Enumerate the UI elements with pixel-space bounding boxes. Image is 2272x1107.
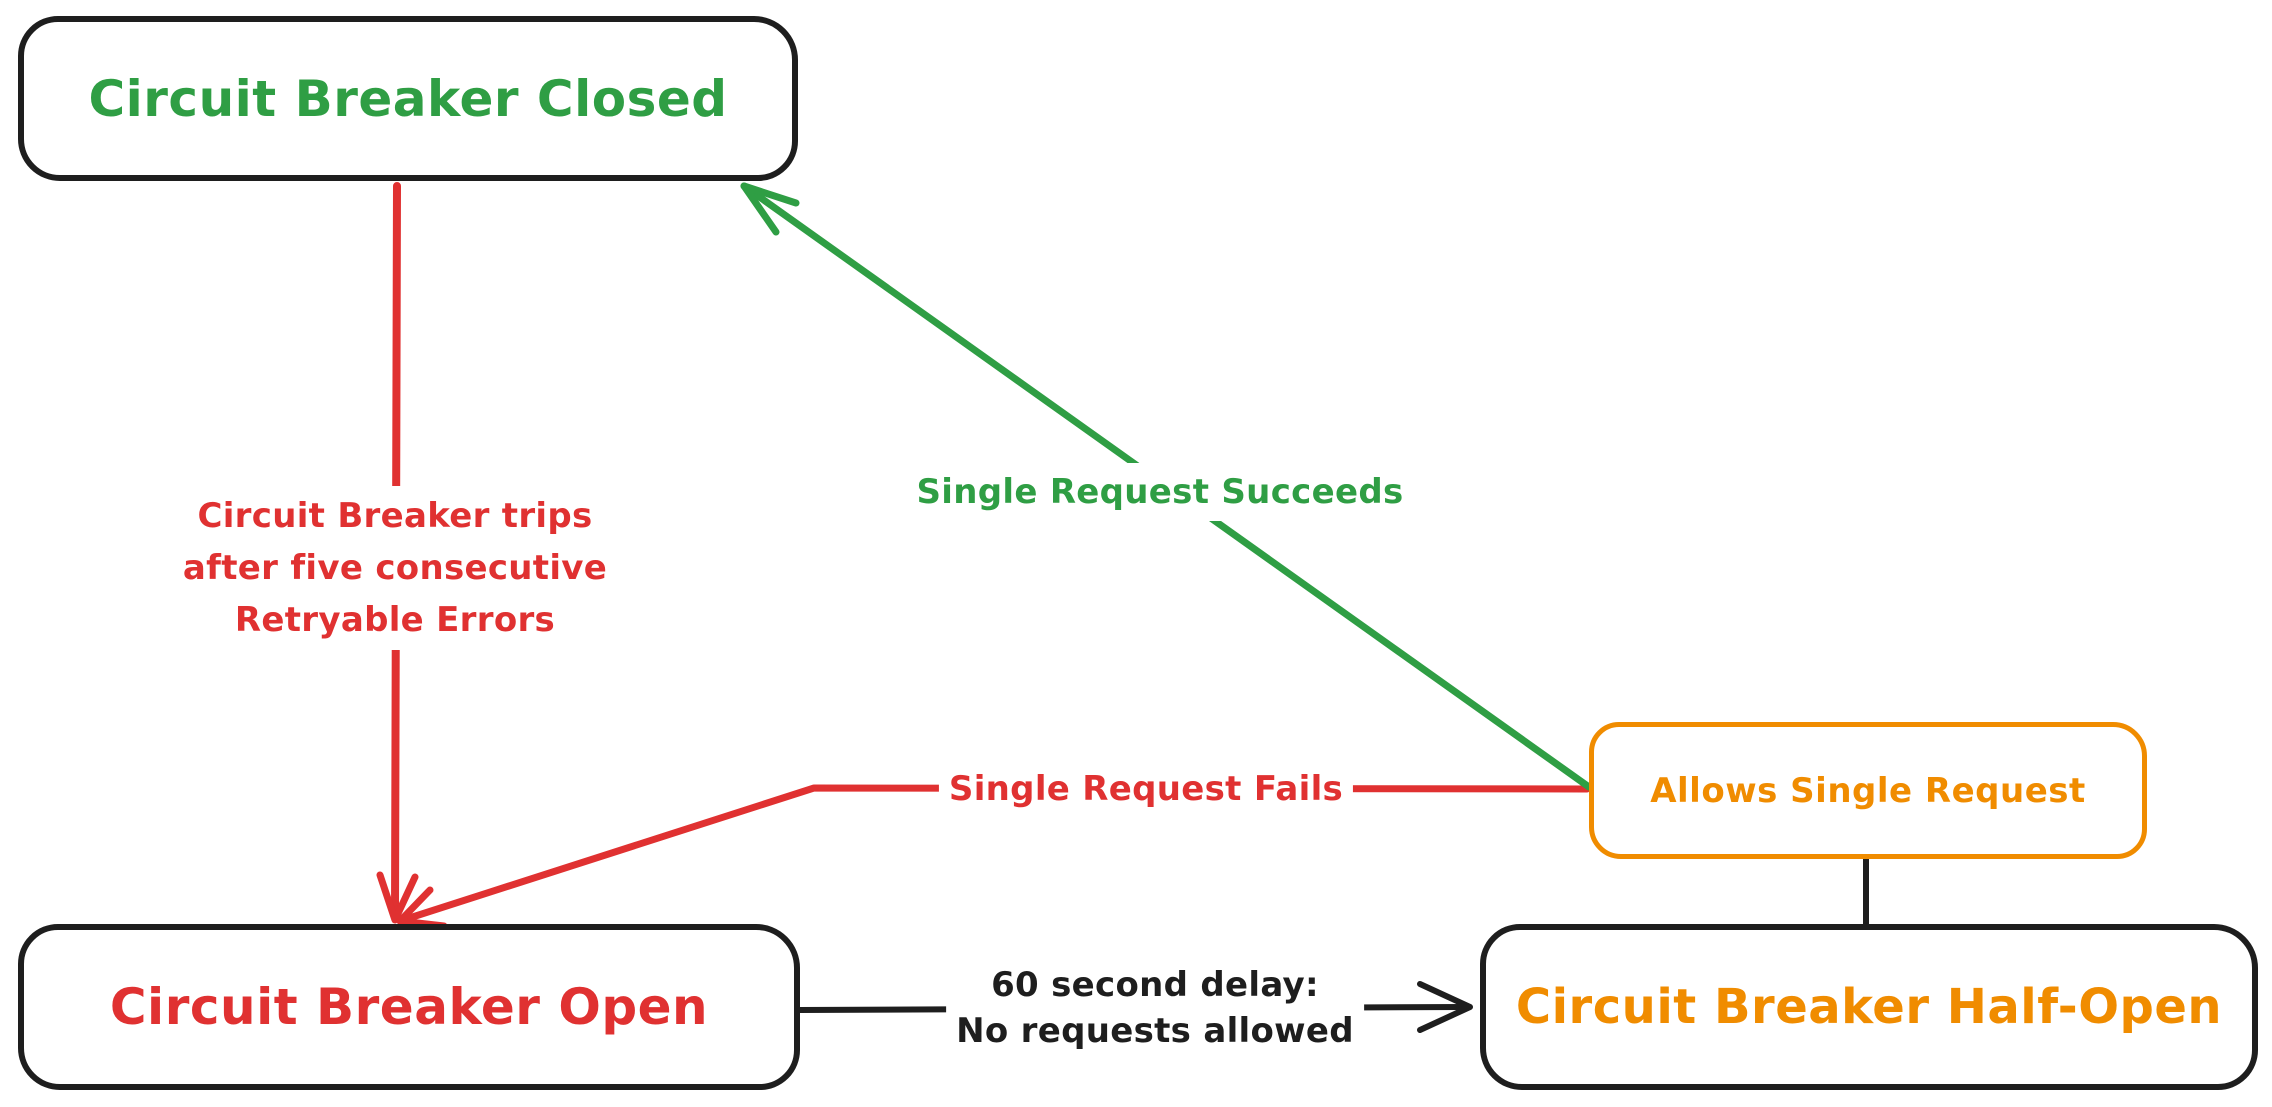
edge-label-fails: Single Request Fails <box>938 760 1354 818</box>
edge-label-trips-line-2: after five consecutive <box>182 548 608 588</box>
state-node-circuit-breaker-open: Circuit Breaker Open <box>18 924 800 1090</box>
edge-label-delay: 60 second delay: No requests allowed <box>946 958 1364 1058</box>
edge-label-trips-line-1: Circuit Breaker trips <box>197 496 593 536</box>
state-label-open: Circuit Breaker Open <box>109 978 709 1036</box>
state-label-closed: Circuit Breaker Closed <box>88 69 728 128</box>
state-node-circuit-breaker-half-open: Circuit Breaker Half-Open <box>1480 924 2258 1090</box>
edge-label-trips-line-3: Retryable Errors <box>234 600 556 640</box>
edge-trips-arrowhead <box>376 871 419 924</box>
state-label-allows-single-request: Allows Single Request <box>1650 770 2086 811</box>
state-label-half-open: Circuit Breaker Half-Open <box>1515 979 2223 1035</box>
edge-delay-arrowhead <box>1417 981 1473 1033</box>
state-node-circuit-breaker-closed: Circuit Breaker Closed <box>18 16 798 181</box>
state-node-allows-single-request: Allows Single Request <box>1589 722 2147 859</box>
edge-succeeds-arrowhead <box>740 182 800 236</box>
edge-label-trips: Circuit Breaker trips after five consecu… <box>172 486 618 650</box>
edge-label-delay-line-2: No requests allowed <box>956 1011 1354 1051</box>
edge-label-succeeds: Single Request Succeeds <box>906 463 1414 521</box>
edge-label-delay-line-1: 60 second delay: <box>991 965 1319 1005</box>
